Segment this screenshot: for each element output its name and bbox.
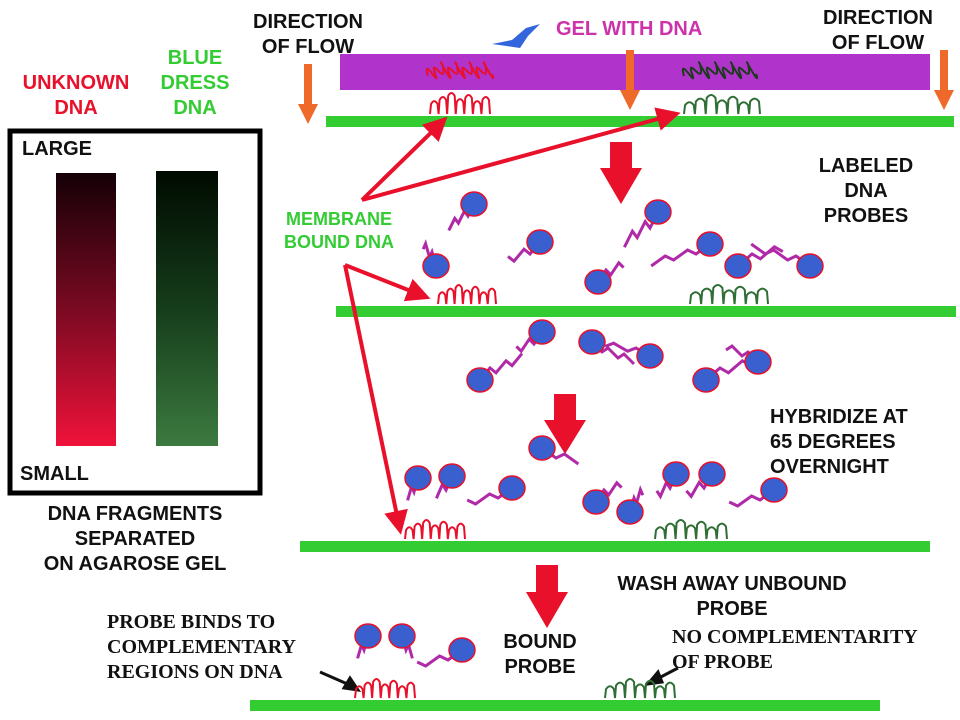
labeled-dna-probes-label: LABELED DNA PROBES xyxy=(818,155,914,227)
direction-of-flow-right-label: DIRECTION OF FLOW xyxy=(823,7,933,54)
dna-strand-icon xyxy=(689,284,769,305)
gel-with-dna-bar xyxy=(340,54,930,90)
gel-frame xyxy=(7,128,263,496)
dna-strand-icon xyxy=(429,92,491,115)
bound-probe-label: BOUND PROBE xyxy=(503,631,577,678)
probe-icon xyxy=(388,623,416,659)
dna-strand-icon xyxy=(437,284,497,305)
probe-icon xyxy=(750,242,824,279)
down-arrow-icon xyxy=(526,142,642,628)
dna-strand-icon xyxy=(683,94,761,115)
dna-strand-icon xyxy=(604,678,676,699)
probe-icon xyxy=(435,463,466,499)
membrane-3 xyxy=(300,541,930,552)
probe-icon xyxy=(725,344,772,375)
dna-probes xyxy=(354,191,824,668)
direction-of-flow-left-label: DIRECTION OF FLOW xyxy=(253,11,363,58)
probe-icon xyxy=(616,485,645,525)
small-label: SMALL xyxy=(20,463,89,485)
flow-arrow-icon xyxy=(298,50,954,124)
no-complementarity-label: NO COMPLEMENTARITY OF PROBE xyxy=(672,626,918,673)
probe-icon xyxy=(404,465,432,501)
probe-icon xyxy=(692,358,752,393)
probe-icon xyxy=(354,623,382,659)
dna-strand-icon xyxy=(654,519,728,540)
probe-icon xyxy=(728,477,788,508)
probe-icon xyxy=(528,435,580,466)
hybridize-label: HYBRIDIZE AT 65 DEGREES OVERNIGHT xyxy=(770,406,908,478)
large-label: LARGE xyxy=(22,138,92,160)
dna-strand-icon xyxy=(404,519,466,540)
probe-icon xyxy=(582,480,623,515)
probe-icon xyxy=(515,319,556,354)
membrane-bound-dna-label: MEMBRANE BOUND DNA xyxy=(284,209,394,252)
label-pointers xyxy=(319,666,679,692)
probe-icon xyxy=(447,191,488,232)
curved-pointer-icon xyxy=(492,24,540,48)
probe-icon xyxy=(578,329,636,366)
dna-fragments xyxy=(354,61,769,699)
dna-fragments-label: DNA FRAGMENTS SEPARATED ON AGAROSE GEL xyxy=(43,503,227,575)
agarose-gel-box xyxy=(7,128,263,496)
probe-icon xyxy=(416,637,476,668)
probe-icon xyxy=(466,475,526,506)
probe-icon xyxy=(650,231,724,268)
probe-icon xyxy=(623,199,672,248)
gel-with-dna-label: GEL WITH DNA xyxy=(556,18,703,40)
blue-dress-dna-lane xyxy=(156,171,218,446)
membrane-2 xyxy=(336,306,956,317)
dna-strand-icon xyxy=(354,678,416,699)
probe-icon xyxy=(584,260,625,295)
probe-icon xyxy=(655,461,690,500)
membrane-1 xyxy=(326,116,954,127)
blue-dress-dna-label: BLUE DRESS DNA xyxy=(160,47,230,119)
probe-icon xyxy=(507,229,554,264)
probe-icon xyxy=(466,352,524,393)
probe-icon xyxy=(604,341,664,369)
blue-dress-dna-tangle-icon xyxy=(681,61,759,80)
wash-away-label: WASH AWAY UNBOUND PROBE xyxy=(617,573,847,620)
membranes xyxy=(250,116,956,711)
probe-binds-label: PROBE BINDS TO COMPLEMENTARY REGIONS ON … xyxy=(107,611,296,683)
unknown-dna-label: UNKNOWN DNA xyxy=(22,72,130,119)
unknown-dna-lane xyxy=(56,173,116,446)
probe-icon xyxy=(724,244,784,279)
membrane-dna-pointers xyxy=(343,107,681,535)
unknown-dna-tangle-icon xyxy=(425,61,495,80)
probe-icon xyxy=(685,461,726,499)
membrane-4 xyxy=(250,700,880,711)
probe-icon xyxy=(421,239,450,279)
